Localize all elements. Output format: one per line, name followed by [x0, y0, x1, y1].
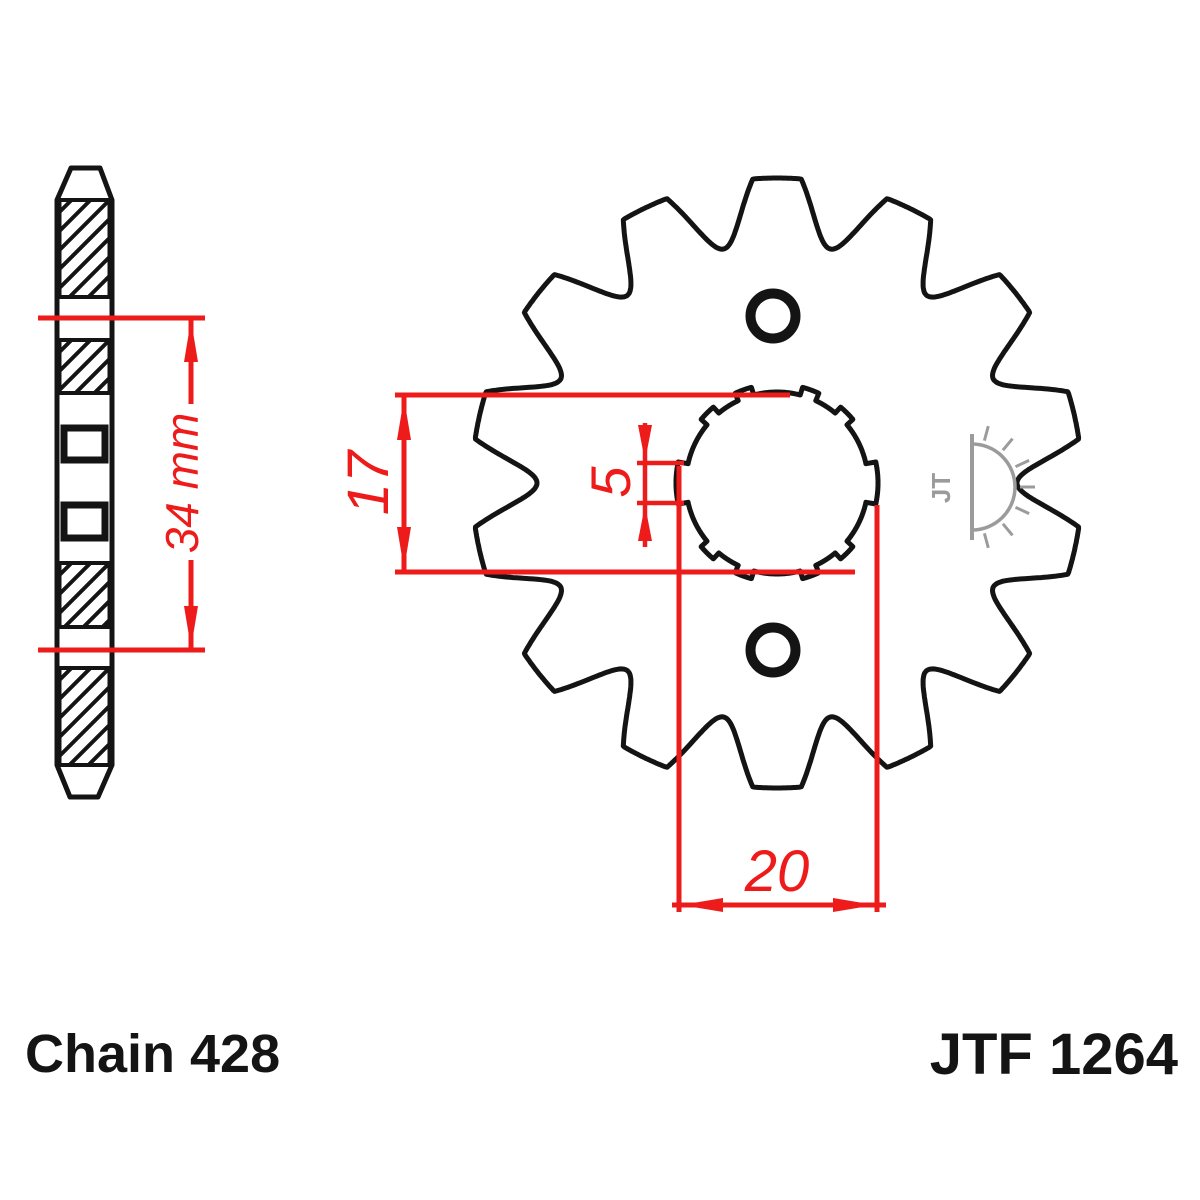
mount-hole-top	[745, 288, 801, 344]
hatch-line	[58, 666, 111, 720]
hatch-line	[68, 723, 111, 767]
hatch-line	[58, 236, 111, 290]
hatch-line	[58, 685, 111, 739]
dimension-arrow	[638, 425, 652, 461]
hatch-line	[58, 338, 73, 354]
hatch-line	[58, 561, 73, 577]
hatch-line	[58, 561, 92, 596]
hatch-line	[101, 618, 111, 629]
mount-hole-bottom	[745, 622, 801, 678]
logo-sun-ray	[982, 425, 990, 441]
dimension-arrow	[681, 898, 723, 912]
hatch-line	[63, 580, 111, 629]
dimension-arrow	[184, 606, 198, 648]
hatch-line	[93, 376, 111, 395]
dimension-34mm: 34 mm	[38, 315, 208, 653]
logo-sun-dome	[971, 442, 1017, 532]
hatch-line	[87, 742, 111, 767]
jt-logo-text: JT	[926, 473, 956, 503]
hatch-line	[58, 198, 73, 214]
front-view-sprocket	[472, 175, 1082, 791]
dimension-17: 17	[336, 392, 855, 575]
dimension-arrow	[397, 527, 411, 569]
hatch-line	[87, 274, 111, 299]
hatch-line	[58, 217, 111, 271]
hatch-line	[74, 357, 111, 395]
hatch-line	[58, 338, 111, 392]
chain-size-label: Chain 428	[25, 1024, 280, 1084]
dimension-20: 20	[672, 466, 886, 912]
side-view-outline	[54, 165, 115, 800]
hatch-line	[58, 561, 111, 615]
hatch-line	[58, 338, 92, 373]
roller-window	[60, 501, 109, 542]
dimension-5-label: 5	[579, 466, 642, 498]
splined-center-bore	[673, 384, 881, 582]
dimension-5: 5	[579, 423, 684, 547]
dimension-arrow	[833, 898, 875, 912]
dimension-20-label: 20	[744, 839, 810, 904]
logo-sun-ray	[1001, 437, 1014, 452]
hatch-line	[68, 255, 111, 299]
part-number-label: JTF 1264	[930, 1022, 1178, 1087]
hatch-line	[82, 599, 111, 629]
logo-sun-ray	[1014, 459, 1030, 469]
hatch-line	[58, 704, 111, 758]
dimension-arrow	[184, 320, 198, 362]
logo-sun-ray	[1001, 522, 1014, 537]
side-view-cross-section	[54, 165, 115, 800]
dimension-arrow	[638, 505, 652, 541]
hatch-line	[58, 198, 92, 233]
dimension-17-label: 17	[336, 448, 401, 515]
hatch-line	[58, 666, 73, 682]
dimension-34mm-label: 34 mm	[156, 413, 208, 554]
hatch-line	[58, 666, 92, 701]
jt-sunrise-logo: JT	[926, 425, 1035, 549]
roller-window	[60, 424, 109, 464]
logo-sun-ray	[982, 533, 990, 549]
dimension-arrow	[397, 398, 411, 440]
hatch-line	[58, 198, 111, 252]
logo-sun-ray	[1014, 505, 1030, 515]
